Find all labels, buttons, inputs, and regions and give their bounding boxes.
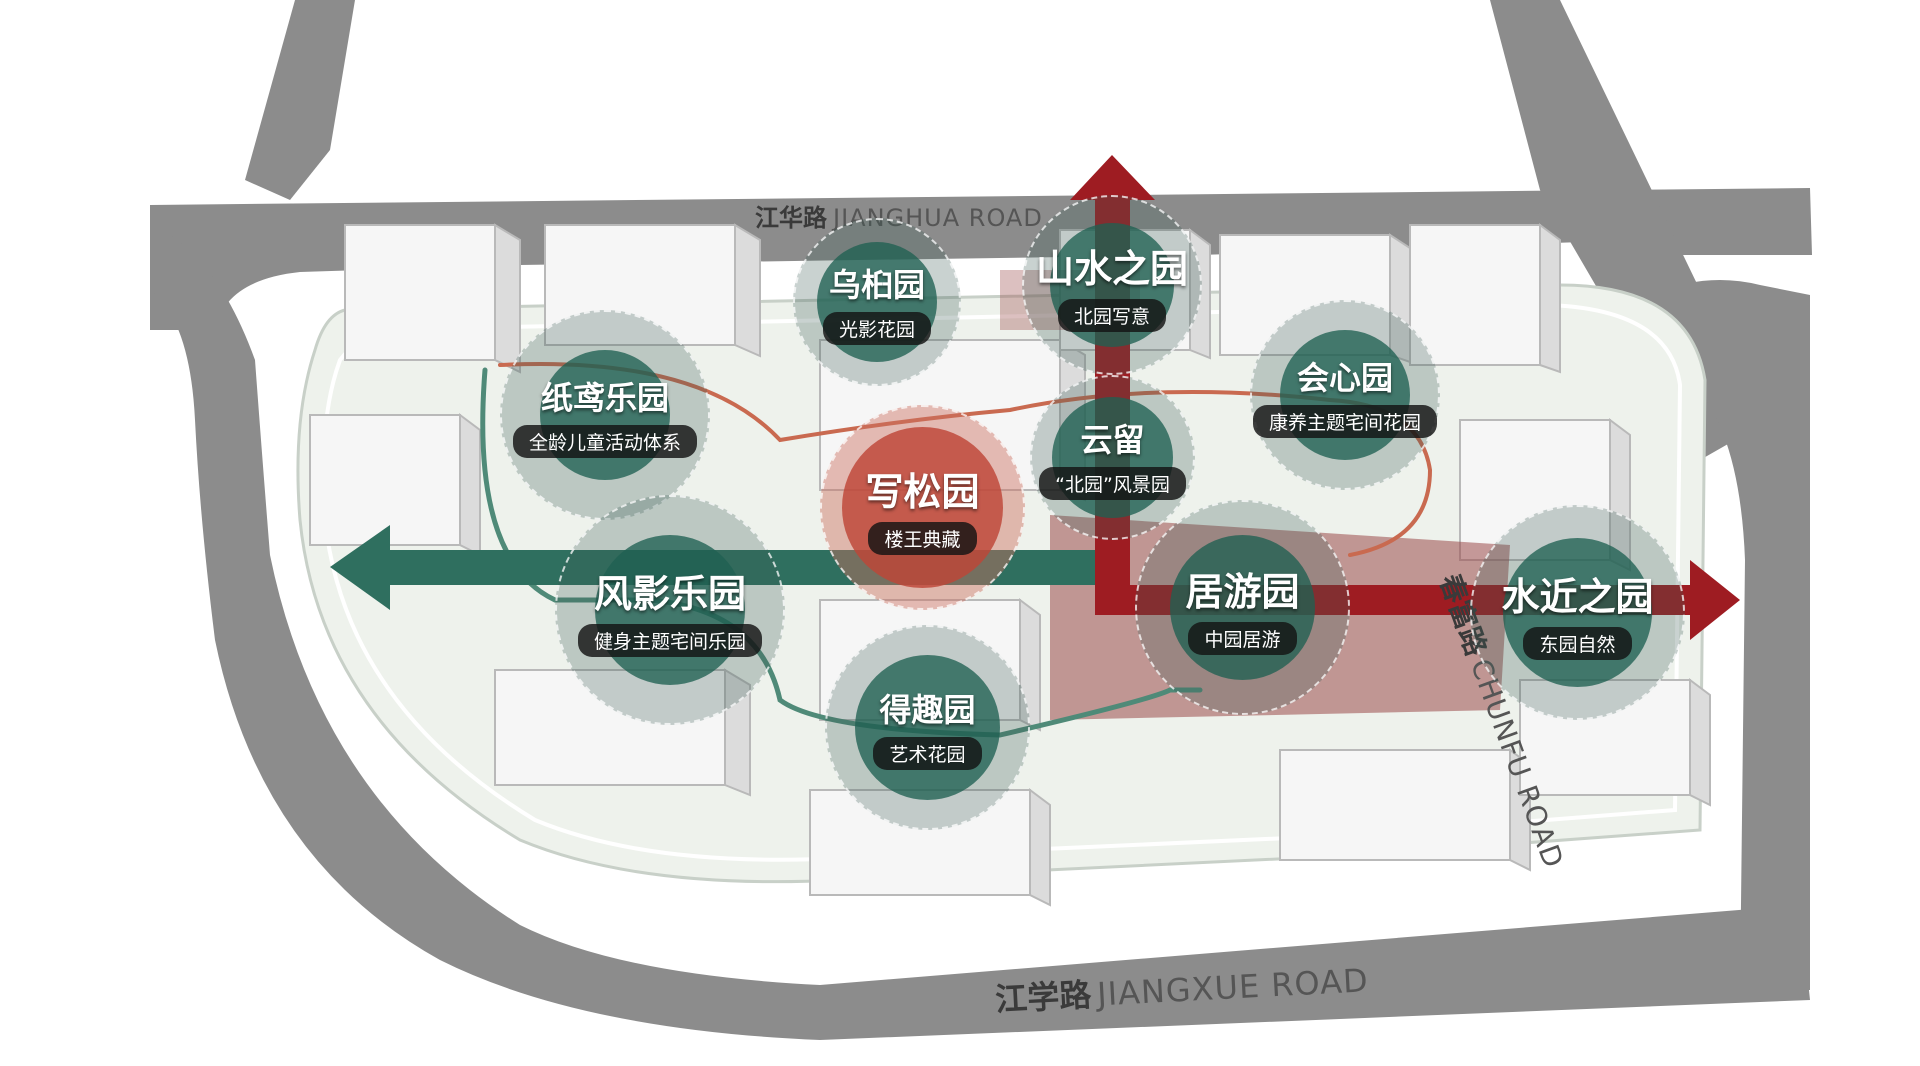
building <box>344 223 521 374</box>
zone-title: 云留 <box>1080 421 1145 459</box>
garden-zone-dequ: 得趣园 艺术花园 <box>825 625 1030 830</box>
building <box>309 413 481 557</box>
garden-zone-zhiyuan: 纸鸢乐园 全龄儿童活动体系 <box>500 310 710 520</box>
zone-title: 山水之园 <box>1035 247 1188 291</box>
zone-core <box>855 655 1000 800</box>
road-name-cn: 江学路 <box>994 975 1093 1019</box>
building <box>1409 223 1561 374</box>
garden-zone-xiesong: 写松园 楼王典藏 <box>820 405 1025 610</box>
zone-title: 得趣园 <box>879 691 976 729</box>
zone-subtitle: 东园自然 <box>1523 626 1632 660</box>
zone-subtitle: 全龄儿童活动体系 <box>512 424 697 458</box>
zone-core <box>595 535 745 685</box>
building <box>1279 748 1531 872</box>
roads <box>150 0 1812 1040</box>
zone-subtitle: 北园写意 <box>1057 299 1166 332</box>
garden-zone-yunliu: 云留 “北园”风景园 <box>1030 375 1195 540</box>
zone-core <box>1280 330 1410 460</box>
zone-title: 乌桕园 <box>828 265 925 304</box>
road-west-curve <box>150 225 1810 1040</box>
zone-title: 写松园 <box>865 469 980 514</box>
zone-core <box>1170 535 1315 680</box>
zone-subtitle: 健身主题宅间乐园 <box>577 624 762 657</box>
zone-core <box>1503 538 1652 687</box>
red-east-axis-arrow <box>1095 560 1740 640</box>
garden-zone-wujiu: 乌桕园 光影花园 <box>793 218 961 386</box>
zone-title: 水近之园 <box>1501 574 1654 619</box>
zone-subtitle: 光影花园 <box>822 311 931 345</box>
zone-subtitle: “北园”风景园 <box>1039 467 1186 500</box>
garden-zone-huixin: 会心园 康养主题宅间花园 <box>1250 300 1440 490</box>
road-jianghua <box>150 188 1812 330</box>
zone-title: 风影乐园 <box>593 572 746 616</box>
zone-title: 会心园 <box>1296 358 1393 397</box>
zone-core <box>842 427 1003 588</box>
zone-subtitle: 康养主题宅间花园 <box>1252 404 1437 438</box>
zone-title: 纸鸢乐园 <box>540 378 669 417</box>
garden-zone-fengying: 风影乐园 健身主题宅间乐园 <box>555 495 785 725</box>
zone-subtitle: 艺术花园 <box>873 737 982 770</box>
zone-title: 居游园 <box>1185 569 1300 614</box>
zone-core <box>540 350 670 480</box>
road-name-cn: 江华路 <box>755 204 827 232</box>
garden-zone-juyou: 居游园 中园居游 <box>1135 500 1350 715</box>
garden-zone-shuijin: 水近之园 东园自然 <box>1470 505 1685 720</box>
road-northwest <box>245 0 355 200</box>
garden-zone-shanshui: 山水之园 北园写意 <box>1022 195 1202 375</box>
zone-subtitle: 楼王典藏 <box>868 521 977 555</box>
road-chunfu <box>1640 280 1810 990</box>
zone-subtitle: 中园居游 <box>1188 621 1297 655</box>
